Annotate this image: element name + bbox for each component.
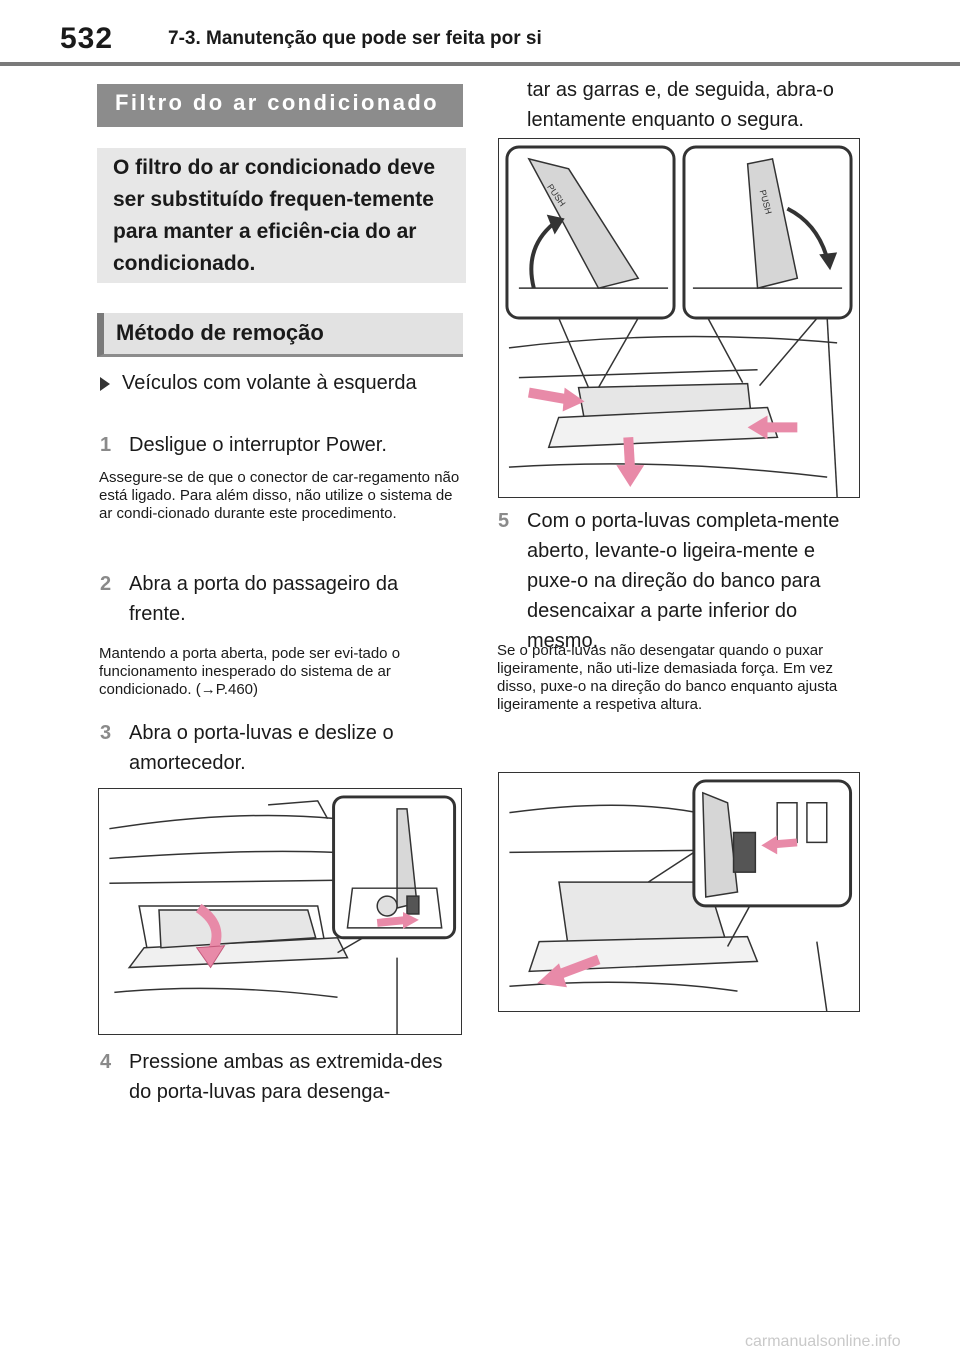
step-number: 2: [100, 573, 112, 595]
bullet-item: Veículos com volante à esquerda: [100, 368, 460, 398]
step-text: Pressione ambas as extremida-des do port…: [129, 1051, 443, 1103]
watermark: carmanualsonline.info: [745, 1333, 901, 1350]
step-text: Abra o porta-luvas e deslize o amorteced…: [129, 722, 394, 774]
header-divider: [0, 62, 960, 66]
step-1: 1 Desligue o interruptor Power.: [100, 430, 460, 460]
chapter-title: 7-3. Manutenção que pode ser feita por s…: [168, 28, 542, 49]
bullet-text: Veículos com volante à esquerda: [122, 372, 417, 394]
step-number: 5: [498, 510, 510, 532]
summary-text: O filtro do ar condicionado deve ser sub…: [113, 156, 436, 275]
summary-box: O filtro do ar condicionado deve ser sub…: [97, 148, 466, 283]
step-4: 4 Pressione ambas as extremida-des do po…: [100, 1047, 460, 1107]
step-number: 4: [100, 1051, 112, 1073]
step-1-note: Assegure-se de que o conector de car-reg…: [99, 469, 460, 522]
step-4-continued: tar as garras e, de seguida, abra-o lent…: [498, 75, 860, 135]
step-text: Desligue o interruptor Power.: [129, 434, 387, 456]
section-title-banner: Filtro do ar condicionado: [97, 84, 463, 127]
step-text-continued: tar as garras e, de seguida, abra-o lent…: [527, 79, 834, 131]
glovebox-pull-illustration: [509, 779, 853, 1011]
step-2-note: Mantendo a porta aberta, pode ser evi-ta…: [99, 645, 401, 698]
figure-step-5: [498, 772, 860, 1012]
step-number: 1: [100, 434, 112, 456]
step-5: 5 Com o porta-luvas completa-mente abert…: [498, 506, 860, 656]
glovebox-open-illustration: [109, 795, 457, 1034]
step-text: Abra a porta do passageiro da frente.: [129, 573, 399, 625]
glovebox-claws-illustration: PUSH PUSH: [505, 145, 853, 497]
step-2: 2 Abra a porta do passageiro da frente.: [100, 569, 460, 629]
page-number: 532: [60, 22, 114, 55]
step-text: Com o porta-luvas completa-mente aberto,…: [527, 510, 840, 652]
method-heading: Método de remoção: [97, 313, 463, 357]
figure-step-3: [98, 788, 462, 1035]
step-5-note: Se o porta-luvas não desengatar quando o…: [497, 642, 838, 713]
figure-step-4: PUSH PUSH: [498, 138, 860, 498]
step-number: 3: [100, 722, 112, 744]
step-3: 3 Abra o porta-luvas e deslize o amortec…: [100, 718, 460, 778]
triangle-bullet-icon: [100, 377, 110, 391]
